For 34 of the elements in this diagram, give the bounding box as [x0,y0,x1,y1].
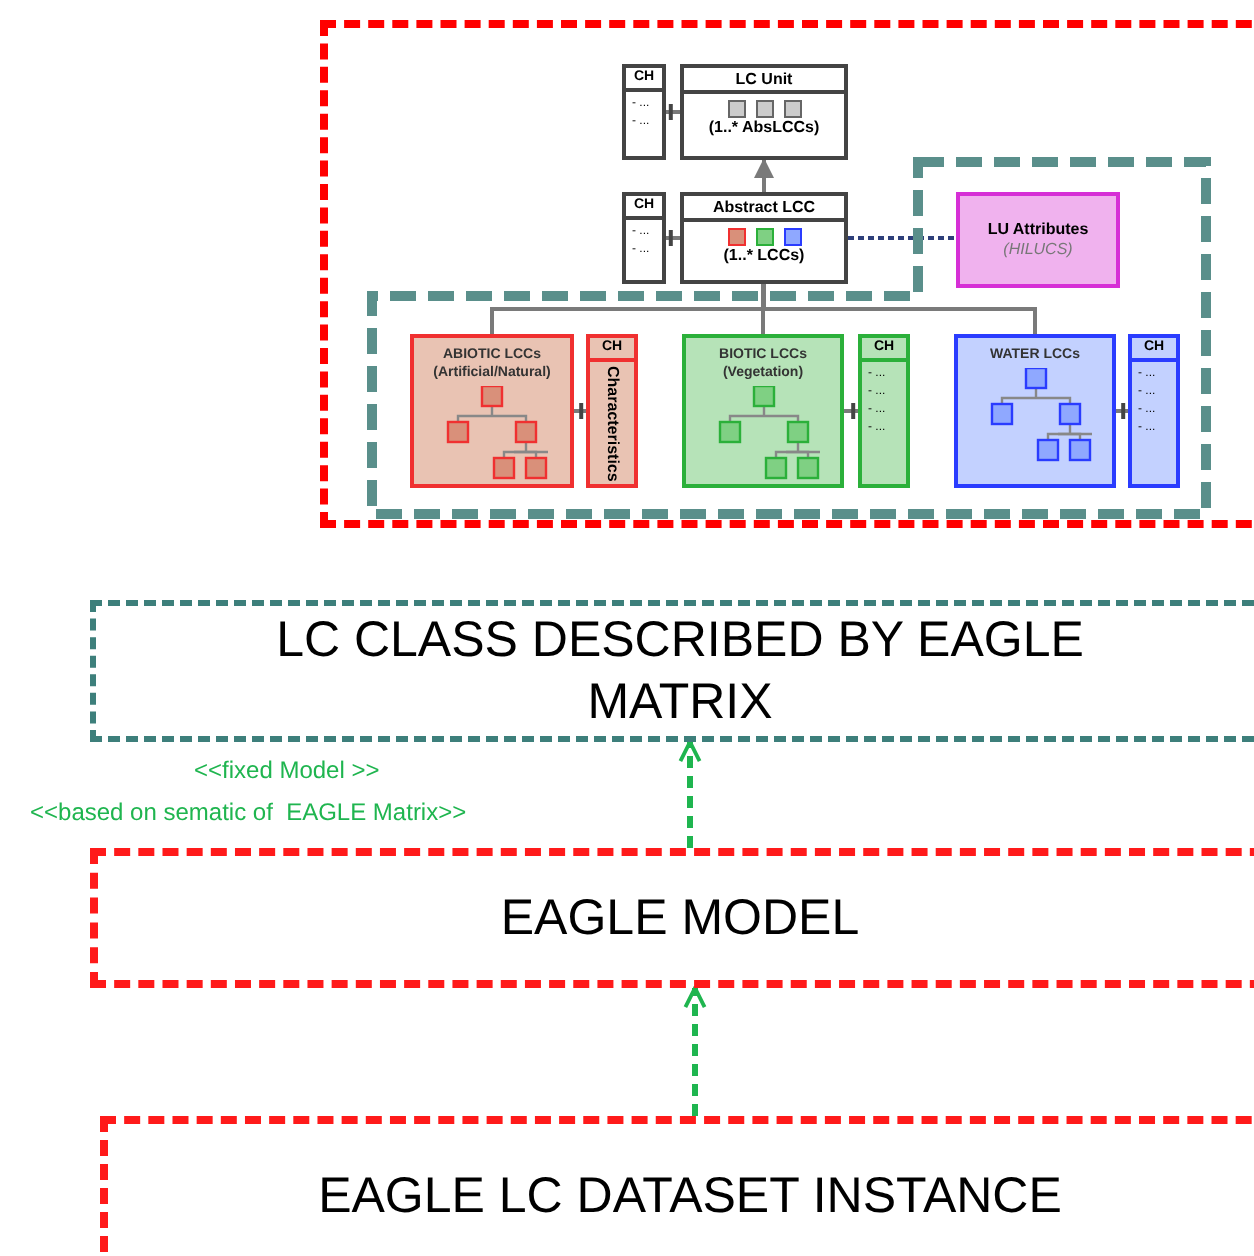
box-title: Abstract LCC [712,196,816,218]
stereotype-label: <<based on sematic of EAGLE Matrix>> [30,798,467,826]
box-title: LC Unit [735,68,793,90]
dashed-box [90,848,1254,988]
attribute-box [956,192,1120,288]
multiplicity-label: (1..* AbsLCCs) [708,118,820,138]
characteristics-box [586,334,638,488]
dashed-frame [366,156,1214,520]
box-title: LU Attributes [987,220,1089,240]
characteristics-box [858,334,910,488]
connector-line [848,236,956,240]
characteristics-box [622,64,666,160]
characteristics-box [622,192,666,284]
class-box [680,192,848,284]
characteristics-box [1128,334,1180,488]
arrow [683,986,707,1116]
connector-line [762,284,1037,334]
class-box [682,334,844,488]
stereotype-label: <<fixed Model >> [194,756,380,784]
arrow [678,740,702,848]
arrow [754,158,774,192]
dashed-box [100,1116,1254,1256]
class-box [680,64,848,160]
subtitle: (HILUCS) [1003,240,1073,260]
class-box [410,334,574,488]
box-label: EAGLE MODEL [498,887,862,949]
box-label: EAGLE LC DATASET INSTANCE [316,1165,1064,1227]
class-box [954,334,1116,488]
box-label: LC CLASS DESCRIBED BY EAGLE MATRIX [274,609,1086,733]
connector-line [761,284,765,334]
dashed-box [90,600,1254,742]
dashed-frame [320,20,1254,528]
multiplicity-label: (1..* LCCs) [723,246,805,266]
vertical-label: Characteristics [604,365,620,481]
